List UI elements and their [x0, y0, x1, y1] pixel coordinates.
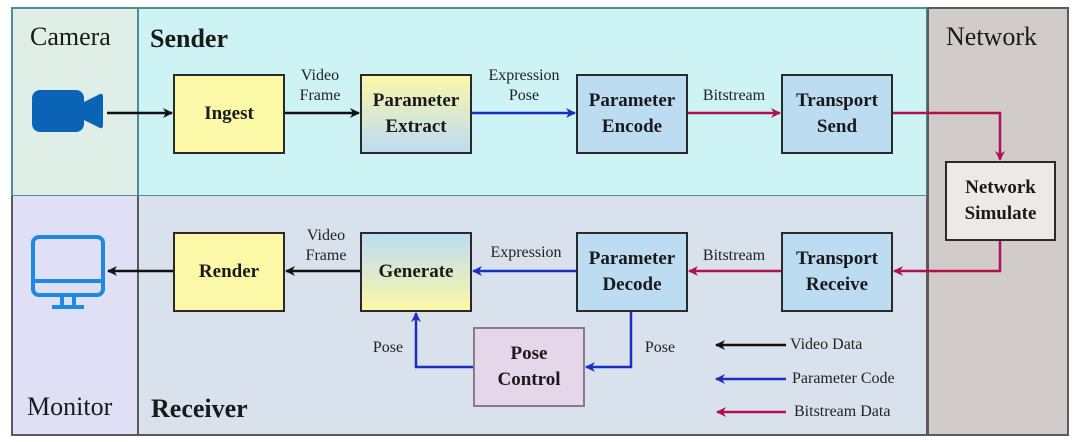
parameter-encode-label-line2: Encode	[601, 116, 663, 137]
transport-receive-block: Transport Receive	[781, 232, 893, 312]
video-camera-icon	[32, 90, 103, 132]
generate-block: Generate	[360, 232, 472, 312]
network-simulate-block: Network Simulate	[945, 161, 1056, 241]
parameter-encode-block: Parameter Encode	[576, 74, 688, 154]
parameter-extract-label-line1: Parameter	[372, 90, 460, 111]
edge-label-decode-to-pose: Pose	[644, 339, 676, 356]
wire-send-to-network	[893, 111, 1005, 161]
edge-label-receive-to-decode: Bitstream	[702, 247, 766, 264]
edge-label-line: Video	[300, 67, 340, 84]
transport-send-label-line2: Send	[816, 116, 858, 137]
camera-region-label: Camera	[30, 22, 111, 51]
edge-label-extract-to-encode: Expression Pose	[476, 66, 572, 106]
legend-label-bitstream-data: Bitstream Data	[794, 403, 891, 420]
wire-decode-to-pose-control	[585, 312, 633, 372]
desktop-monitor-icon	[31, 235, 105, 309]
parameter-decode-block: Parameter Decode	[576, 232, 688, 312]
edge-label-line: Video	[306, 227, 346, 244]
parameter-encode-label-line1: Parameter	[588, 90, 676, 111]
pose-control-label-line2: Control	[497, 369, 561, 390]
network-region-label: Network	[946, 22, 1037, 51]
ingest-block: Ingest	[173, 74, 285, 154]
monitor-region-label: Monitor	[27, 392, 113, 421]
legend-label-parameter-code: Parameter Code	[792, 370, 895, 387]
edge-label-decode-to-generate: Expression	[490, 244, 562, 261]
legend-label-video-data: Video Data	[790, 336, 863, 353]
parameter-extract-label-line2: Extract	[385, 116, 447, 137]
edge-label-generate-to-render: Video Frame	[296, 226, 356, 266]
ingest-block-label: Ingest	[204, 103, 254, 124]
transport-receive-label-line2: Receive	[805, 274, 869, 295]
render-block: Render	[173, 232, 285, 312]
edge-label-encode-to-send: Bitstream	[702, 87, 766, 104]
receiver-region-label: Receiver	[151, 394, 248, 423]
edge-label-line: Pose	[508, 87, 540, 104]
edge-label-line: Expression	[488, 67, 560, 84]
transport-send-label-line1: Transport	[796, 90, 878, 111]
wire-pose-control-to-generate	[411, 312, 473, 369]
parameter-decode-label-line1: Parameter	[588, 248, 676, 269]
edge-label-line: Frame	[305, 247, 347, 264]
network-simulate-label-line2: Simulate	[964, 203, 1037, 224]
pose-control-block: Pose Control	[473, 327, 585, 407]
transport-receive-label-line1: Transport	[796, 248, 878, 269]
edge-label-line: Frame	[299, 87, 341, 104]
network-simulate-label-line1: Network	[965, 177, 1036, 198]
parameter-extract-block: Parameter Extract	[360, 74, 472, 154]
generate-block-label: Generate	[378, 261, 454, 282]
edge-label-pose-to-generate: Pose	[372, 339, 404, 356]
pose-control-label-line1: Pose	[510, 343, 548, 364]
edge-label-ingest-to-extract: Video Frame	[290, 66, 350, 106]
transport-send-block: Transport Send	[781, 74, 893, 154]
sender-region-label: Sender	[150, 24, 228, 53]
parameter-decode-label-line2: Decode	[602, 274, 662, 295]
render-block-label: Render	[198, 261, 260, 282]
wire-network-to-receive	[893, 241, 1002, 276]
